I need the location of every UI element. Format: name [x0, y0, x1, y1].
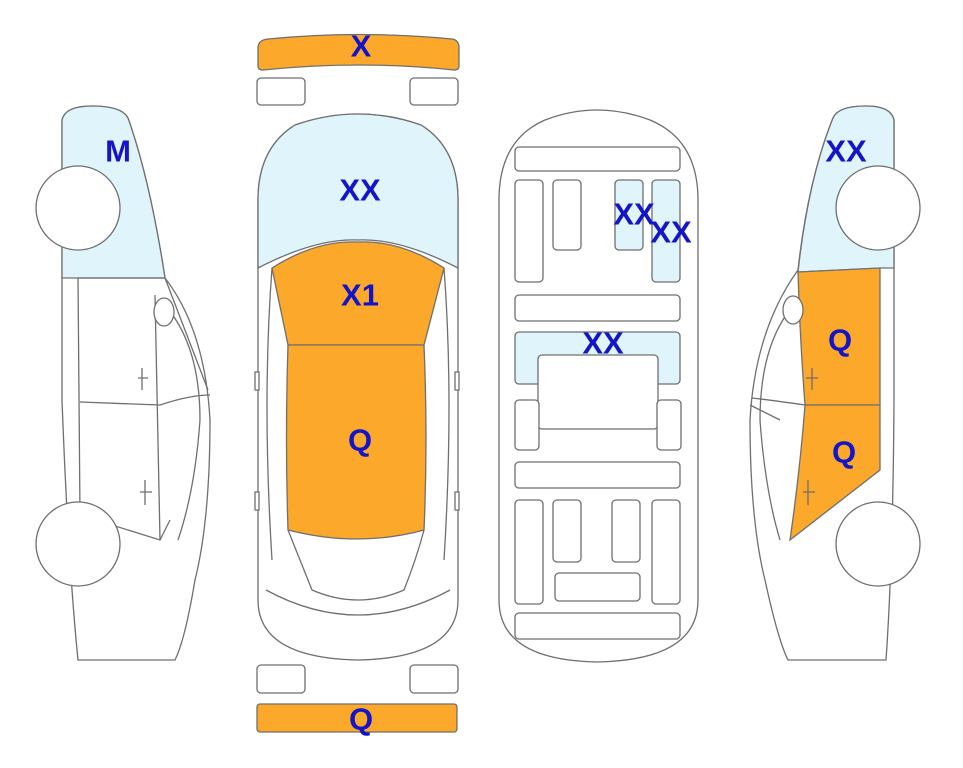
- label-interior-seat-1: XX: [613, 197, 655, 232]
- label-right-windshield: XX: [825, 134, 867, 169]
- label-front-bumper: X: [351, 29, 372, 64]
- left-side-view: [35, 105, 211, 661]
- rear-bumper[interactable]: [256, 703, 458, 733]
- label-right-front-door: Q: [828, 323, 852, 358]
- label-left-windshield: M: [105, 134, 131, 169]
- interior-seat-1[interactable]: [614, 179, 644, 251]
- label-interior-seat-2: XX: [650, 215, 692, 250]
- right-rear-door[interactable]: [789, 404, 881, 542]
- label-hood: X1: [341, 278, 379, 313]
- roof-glass[interactable]: [257, 113, 459, 270]
- labels: X Q M XX X1 Q XX XX XX XX Q Q: [105, 29, 867, 737]
- right-rear-wheel: [835, 501, 921, 587]
- rear-right-light: [409, 664, 459, 694]
- label-roof: Q: [348, 423, 372, 458]
- interior-view: [498, 109, 699, 663]
- front-left-light: [256, 77, 306, 106]
- front-bumper[interactable]: [257, 33, 460, 71]
- right-side-view: [749, 105, 921, 661]
- top-view: [254, 33, 460, 733]
- label-rear-bumper: Q: [349, 702, 373, 737]
- label-right-rear-door: Q: [832, 435, 856, 470]
- front-right-light: [409, 77, 459, 106]
- right-front-wheel: [835, 165, 921, 251]
- rear-left-light: [256, 664, 306, 694]
- label-interior-floor: XX: [582, 326, 624, 361]
- hood[interactable]: [271, 241, 445, 346]
- left-rear-wheel: [35, 501, 121, 587]
- interior-seat-2[interactable]: [651, 179, 681, 283]
- roof[interactable]: [285, 344, 427, 540]
- left-front-wheel: [35, 165, 121, 251]
- label-roof-glass: XX: [339, 173, 381, 208]
